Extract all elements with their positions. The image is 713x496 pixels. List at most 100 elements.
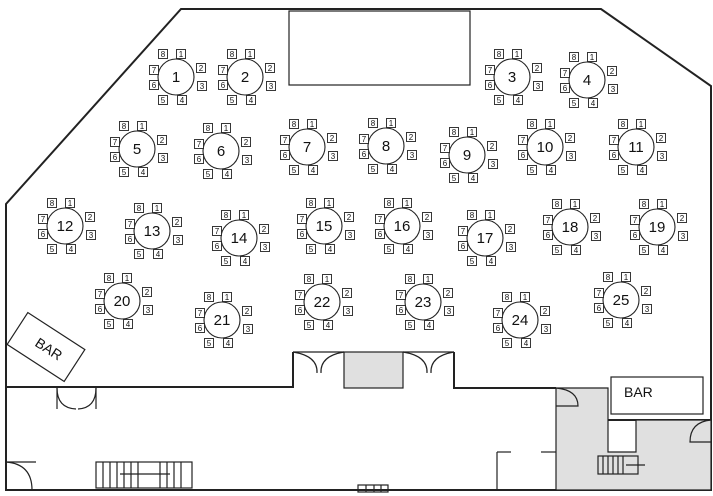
seat-box <box>458 241 468 251</box>
seat-number: 4 <box>427 321 432 330</box>
seat-box <box>241 137 251 147</box>
seat-number: 7 <box>300 215 305 224</box>
seat-number: 2 <box>508 225 513 234</box>
seat-box <box>487 141 497 151</box>
seat-number: 4 <box>328 245 333 254</box>
seat-number: 2 <box>644 287 649 296</box>
seat-number: 7 <box>496 309 501 318</box>
table-circle <box>46 207 84 245</box>
seat-number: 5 <box>50 245 55 254</box>
seat-box <box>552 245 562 255</box>
seat-box <box>204 338 214 348</box>
seat-number: 1 <box>179 50 184 59</box>
seat-box <box>467 210 477 220</box>
door-swing-right-a <box>402 351 428 374</box>
seat-number: 3 <box>491 160 496 169</box>
door-swing-service <box>555 387 579 407</box>
door-swing-service-b <box>689 419 712 443</box>
seat-number: 1 <box>140 122 145 131</box>
seat-number: 3 <box>447 307 452 316</box>
stairs-lower <box>95 461 193 489</box>
lower-wall-left <box>6 352 294 388</box>
table-circle <box>404 283 442 321</box>
seat-number: 2 <box>268 64 273 73</box>
seat-number: 7 <box>362 135 367 144</box>
table-number: 21 <box>214 312 231 329</box>
seat-number: 2 <box>262 225 267 234</box>
seat-number: 7 <box>378 215 383 224</box>
table-number: 2 <box>241 69 249 86</box>
seat-number: 2 <box>610 67 615 76</box>
seat-box <box>642 304 652 314</box>
seat-number: 1 <box>310 120 315 129</box>
seat-box <box>402 198 412 208</box>
door-swing-lower-left-b <box>77 387 97 410</box>
seat-number: 5 <box>470 257 475 266</box>
seat-box <box>405 274 415 284</box>
seat-box <box>494 95 504 105</box>
seat-number: 7 <box>399 291 404 300</box>
seat-number: 4 <box>549 166 554 175</box>
seat-box <box>176 49 186 59</box>
seat-number: 5 <box>452 174 457 183</box>
seat-box <box>110 152 120 162</box>
seat-number: 6 <box>197 155 202 164</box>
seat-number: 5 <box>555 246 560 255</box>
seat-number: 1 <box>225 293 230 302</box>
seat-box <box>196 63 206 73</box>
seat-box <box>485 210 495 220</box>
seat-box <box>325 244 335 254</box>
seat-box <box>221 210 231 220</box>
seat-box <box>440 158 450 168</box>
seat-number: 3 <box>89 231 94 240</box>
seat-number: 1 <box>624 273 629 282</box>
seat-box <box>306 244 316 254</box>
seat-number: 8 <box>122 122 127 131</box>
seat-box <box>172 217 182 227</box>
table-number: 18 <box>562 219 579 236</box>
seat-number: 6 <box>399 306 404 315</box>
seat-number: 1 <box>470 128 475 137</box>
seat-box <box>386 118 396 128</box>
seat-number: 1 <box>389 119 394 128</box>
seat-number: 5 <box>224 257 229 266</box>
center-entrance-block <box>343 351 404 389</box>
seat-number: 8 <box>207 293 212 302</box>
lower-wall-right <box>453 352 556 389</box>
seat-number: 6 <box>597 304 602 313</box>
seat-number: 2 <box>680 214 685 223</box>
seat-number: 6 <box>461 242 466 251</box>
seat-box <box>622 318 632 328</box>
table-number: 23 <box>415 294 432 311</box>
seat-box <box>345 230 355 240</box>
seat-number: 2 <box>160 136 165 145</box>
seat-number: 8 <box>408 275 413 284</box>
seat-box <box>212 226 222 236</box>
stage <box>288 10 471 86</box>
seat-box <box>485 65 495 75</box>
seat-box <box>222 169 232 179</box>
seat-number: 4 <box>156 250 161 259</box>
seat-number: 7 <box>443 144 448 153</box>
seat-number: 1 <box>426 275 431 284</box>
seat-number: 1 <box>125 274 130 283</box>
seat-number: 4 <box>516 96 521 105</box>
table-circle <box>303 283 341 321</box>
seat-box <box>565 133 575 143</box>
seat-box <box>138 167 148 177</box>
seat-box <box>119 121 129 131</box>
seat-box <box>422 212 432 222</box>
seat-number: 7 <box>98 290 103 299</box>
seat-box <box>227 49 237 59</box>
seat-number: 2 <box>244 138 249 147</box>
bar-right-label: BAR <box>624 384 653 400</box>
seat-number: 2 <box>345 289 350 298</box>
door-swing-left-b <box>320 351 345 374</box>
seat-box <box>571 245 581 255</box>
